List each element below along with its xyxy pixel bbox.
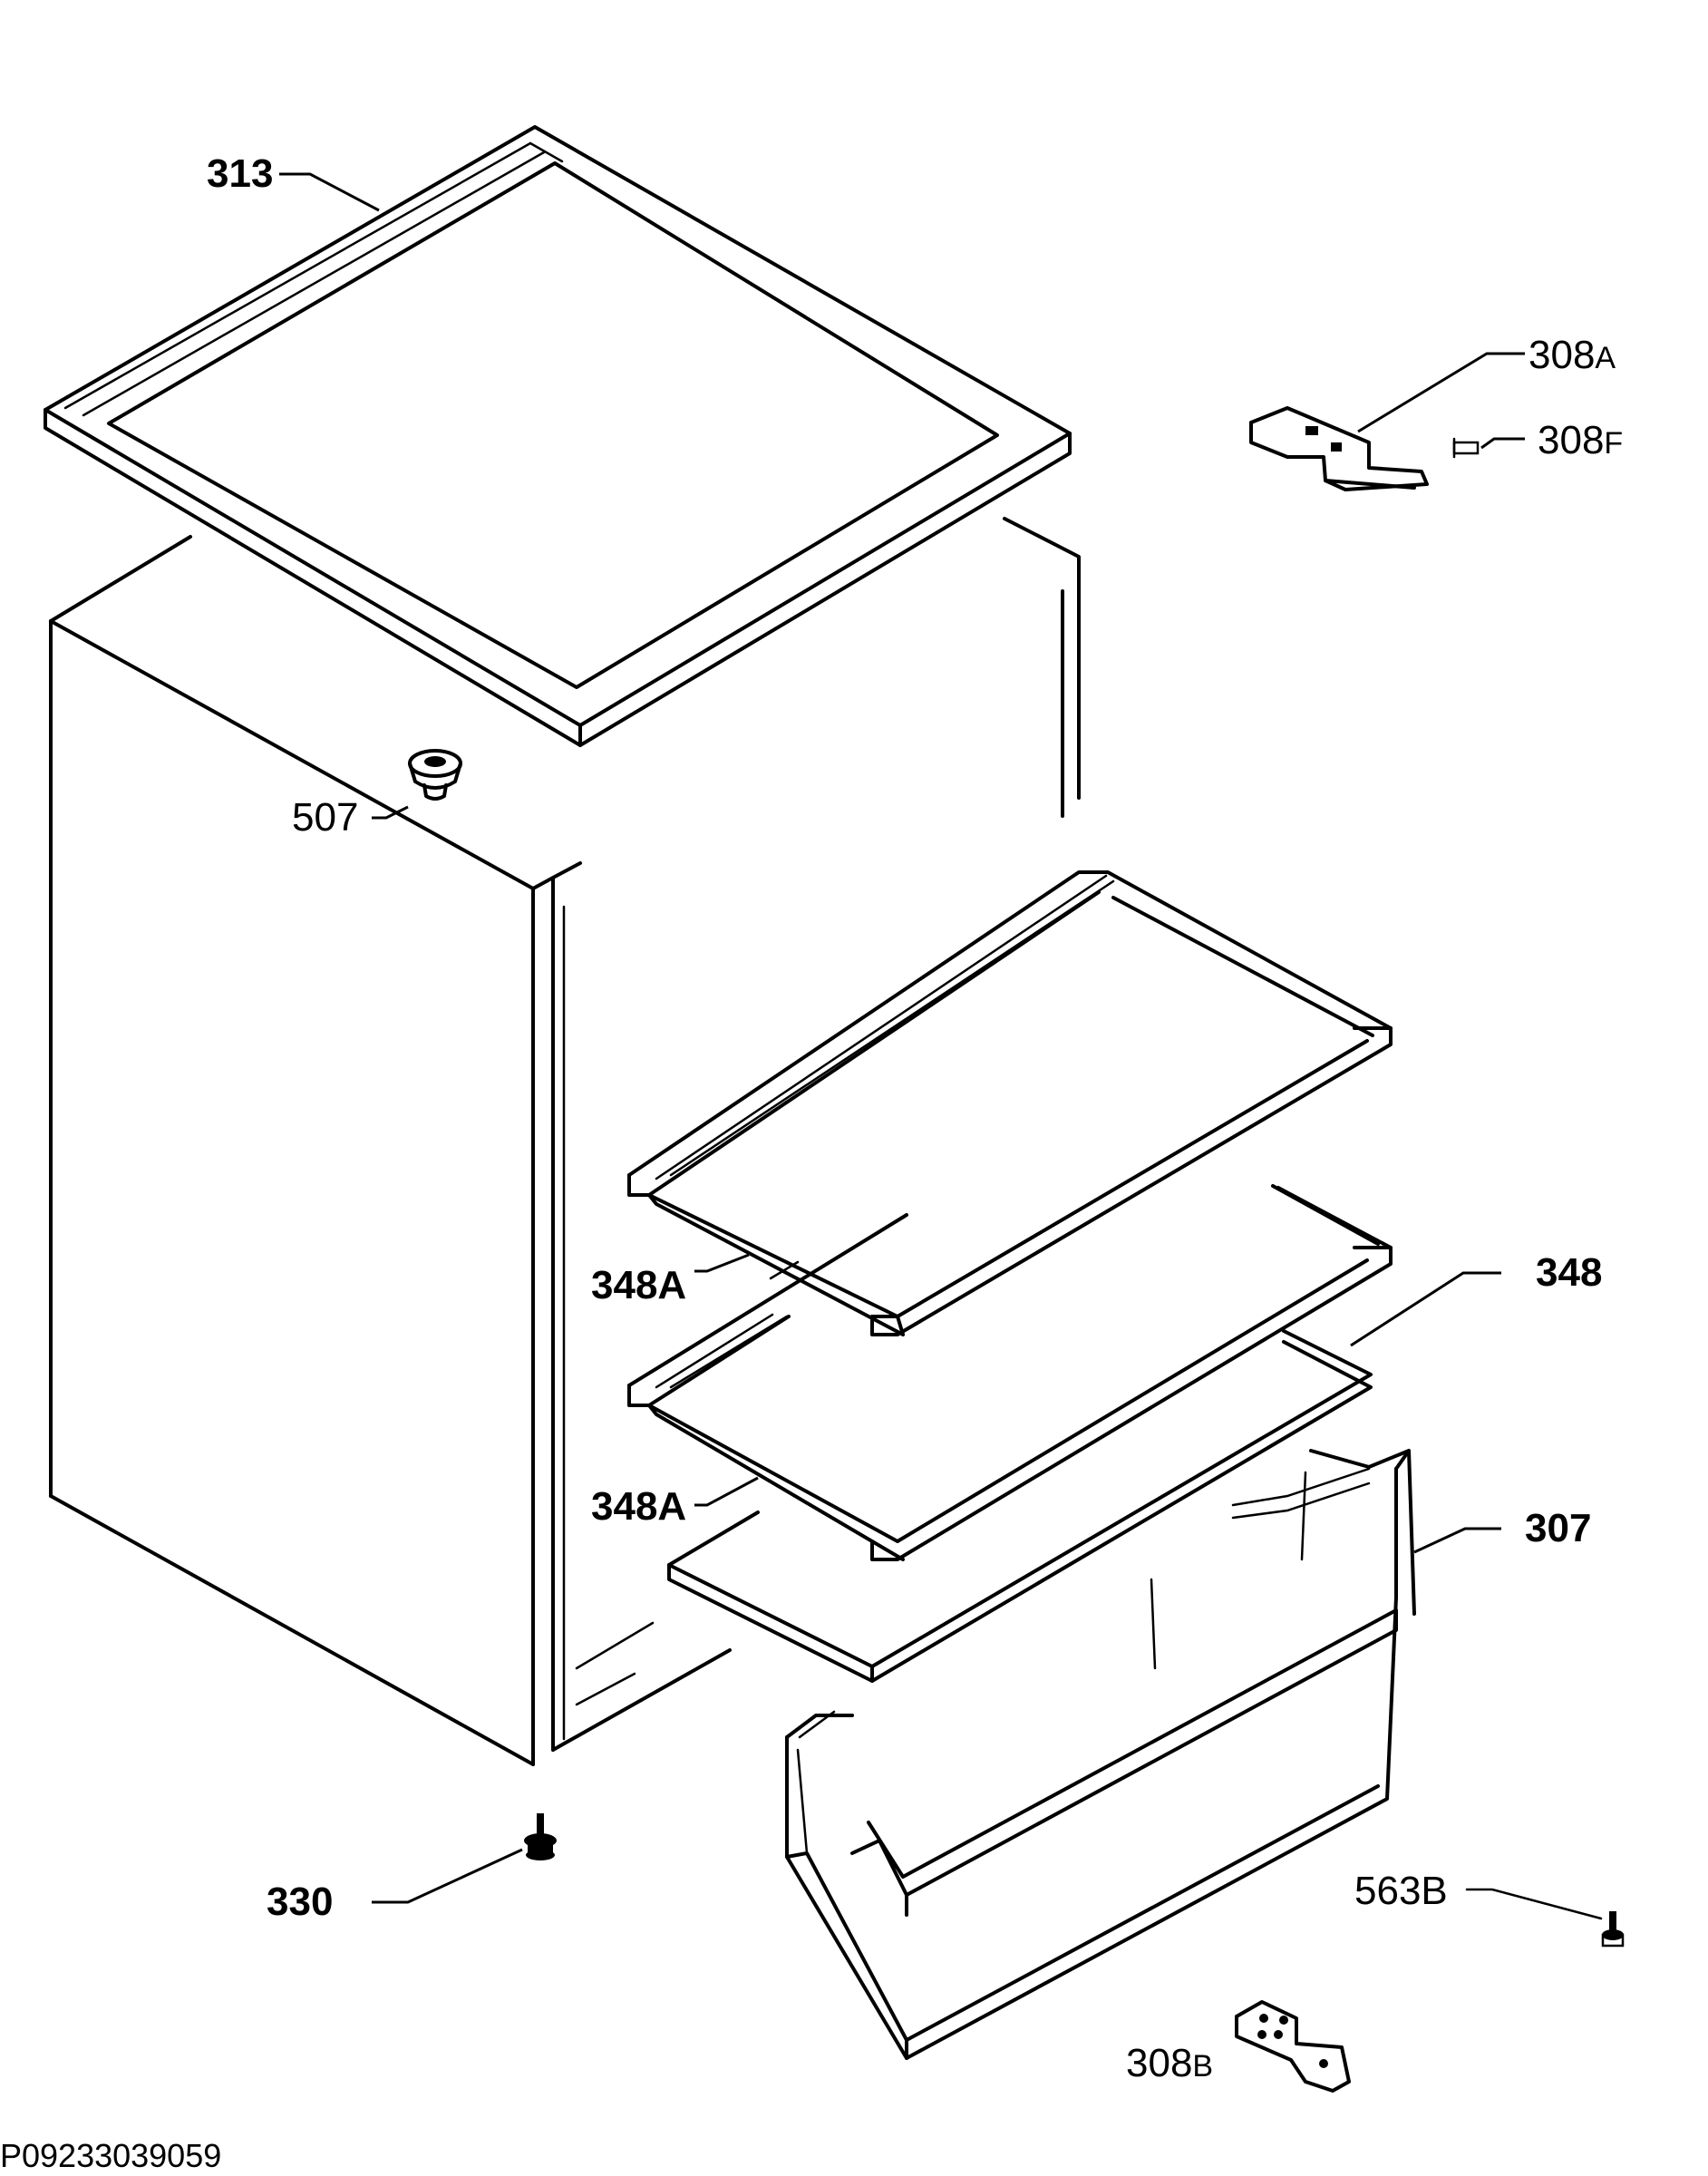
- foot-330: [524, 1813, 557, 1860]
- label-307: 307: [1525, 1506, 1591, 1550]
- label-313: 313: [207, 151, 273, 196]
- label-348a-lower: 348A: [591, 1484, 686, 1529]
- label-563b: 563B: [1354, 1869, 1448, 1913]
- drawing-code: P09233039059: [0, 2137, 221, 2174]
- lower-hinge: [1235, 2000, 1351, 2093]
- top-cover: [44, 125, 1072, 747]
- glass-plate: [667, 1329, 1373, 1683]
- label-308b: 308B: [1126, 2041, 1213, 2085]
- label-348: 348: [1536, 1250, 1602, 1295]
- screw-563b: [1601, 1911, 1625, 1948]
- door-bin: [785, 1449, 1416, 2060]
- upper-glass-shelf: [627, 870, 1393, 1336]
- leader-lines: [279, 172, 1603, 1920]
- label-507: 507: [292, 795, 358, 840]
- plug-507: [408, 749, 462, 801]
- label-330: 330: [267, 1880, 333, 1924]
- lower-glass-shelf: [627, 1184, 1393, 1561]
- label-348a-upper: 348A: [591, 1263, 686, 1307]
- part-labels: 313 308A 308F 507 348 348A 348A 307 330 …: [0, 151, 1623, 2174]
- cabinet-body: [49, 517, 1081, 1766]
- label-308a: 308A: [1528, 333, 1616, 377]
- label-308f: 308F: [1538, 418, 1623, 462]
- upper-hinge: [1249, 406, 1429, 491]
- hinge-screw: [1452, 437, 1480, 459]
